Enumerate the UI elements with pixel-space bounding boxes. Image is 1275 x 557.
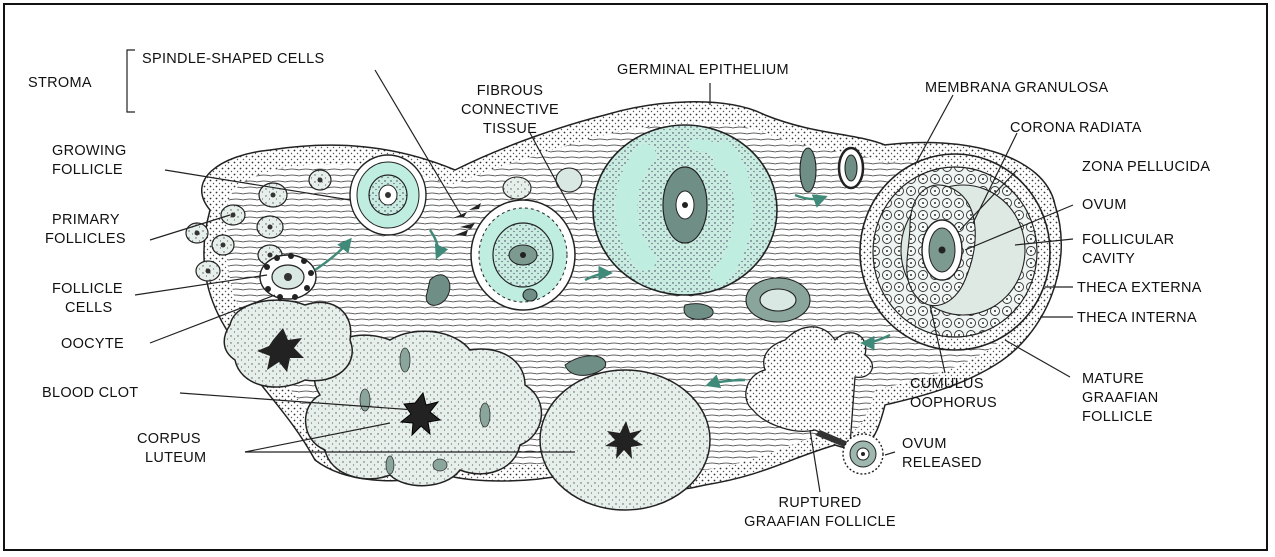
label-connective: CONNECTIVE [461, 102, 559, 118]
label-graafian: GRAAFIAN [1082, 390, 1159, 406]
diagram-frame: STROMA SPINDLE-SHAPED CELLS FIBROUS CONN… [3, 3, 1268, 551]
label-follicle-cells-1: FOLLICLE [52, 281, 123, 297]
label-tissue: TISSUE [483, 121, 537, 137]
label-corpus: CORPUS [137, 431, 201, 447]
label-ovum: OVUM [1082, 197, 1127, 213]
label-blood-clot: BLOOD CLOT [42, 385, 138, 401]
label-cumulus: CUMULUS [910, 376, 984, 392]
label-theca-externa: THECA EXTERNA [1077, 280, 1202, 296]
label-stroma: STROMA [28, 75, 92, 91]
label-membrana-granulosa: MEMBRANA GRANULOSA [925, 80, 1108, 96]
label-zona-pellucida: ZONA PELLUCIDA [1082, 159, 1210, 175]
ovary-diagram: STROMA SPINDLE-SHAPED CELLS FIBROUS CONN… [5, 5, 1270, 553]
label-mature: MATURE [1082, 371, 1144, 387]
label-fibrous: FIBROUS [477, 83, 544, 99]
label-theca-interna: THECA INTERNA [1077, 310, 1197, 326]
label-oocyte: OOCYTE [61, 336, 124, 352]
label-primary-follicles: FOLLICLES [45, 231, 126, 247]
label-corona-radiata: CORONA RADIATA [1010, 120, 1142, 136]
label-growing: GROWING [52, 143, 127, 159]
label-primary: PRIMARY [52, 212, 120, 228]
oocyte-nucleus [284, 273, 292, 281]
label-cavity: CAVITY [1082, 251, 1135, 267]
stroma-bracket [127, 50, 135, 112]
label-ovum-released-1: OVUM [902, 436, 947, 452]
label-ruptured: RUPTURED [779, 495, 862, 511]
label-spindle-shaped-cells: SPINDLE-SHAPED CELLS [142, 51, 324, 67]
label-graafian-follicle: GRAAFIAN FOLLICLE [744, 514, 896, 530]
label-growing-follicle: FOLLICLE [52, 162, 123, 178]
label-follicle-cells-2: CELLS [65, 300, 112, 316]
label-ovum-released-2: RELEASED [902, 455, 982, 471]
label-oophorus: OOPHORUS [910, 395, 997, 411]
label-luteum: LUTEUM [145, 450, 206, 466]
label-follicle: FOLLICLE [1082, 409, 1153, 425]
label-germinal-epithelium: GERMINAL EPITHELIUM [617, 62, 789, 78]
label-follicular: FOLLICULAR [1082, 232, 1174, 248]
